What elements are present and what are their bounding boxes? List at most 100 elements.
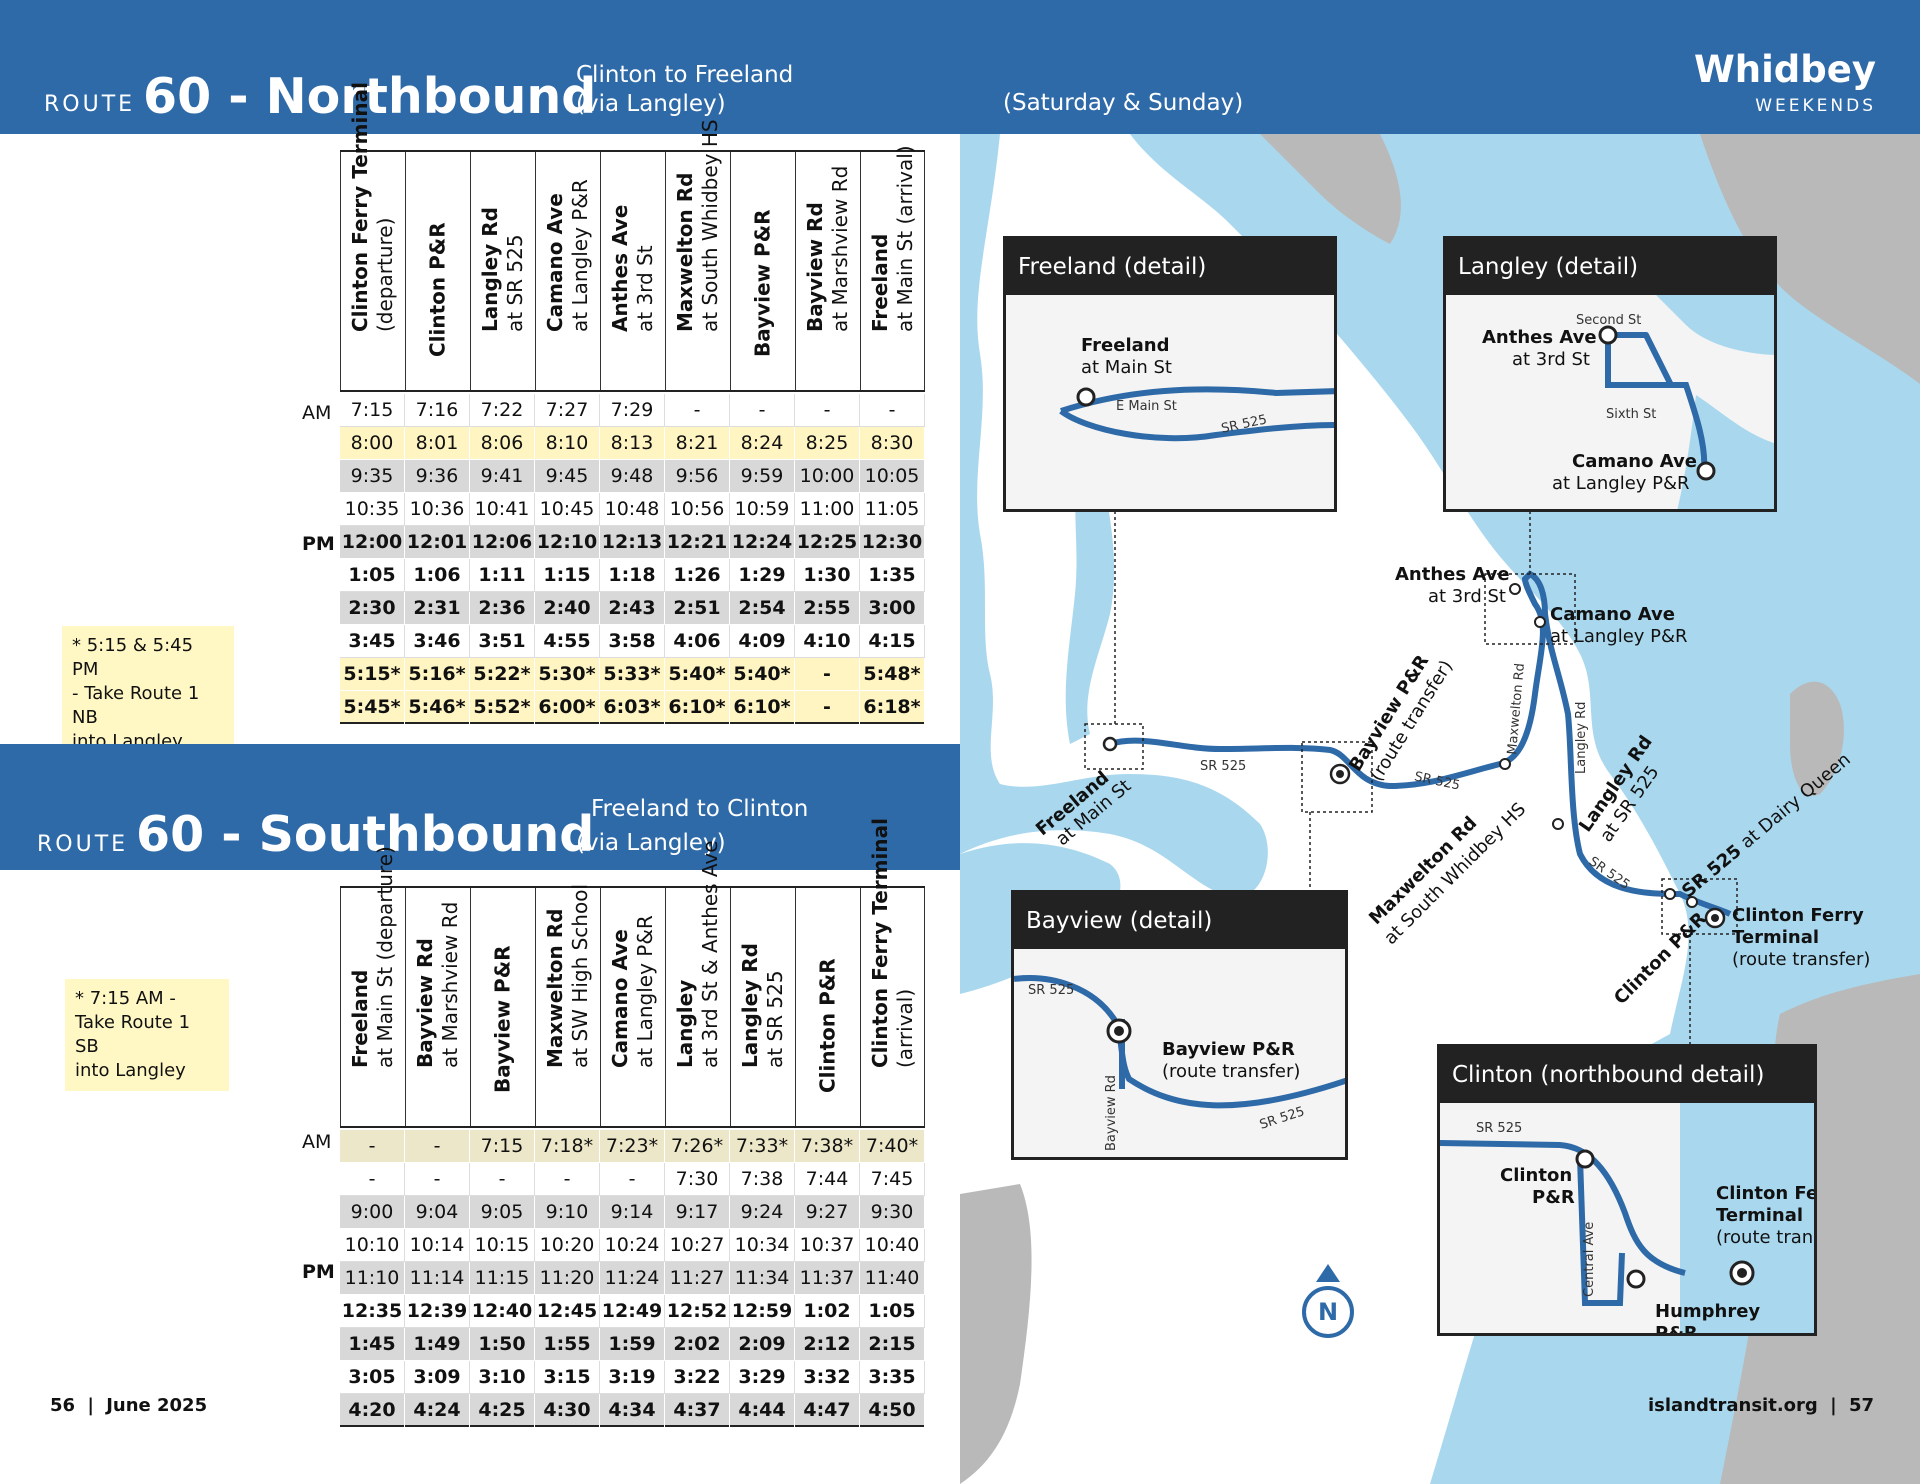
langley-detail-stop2-detail: at Langley P&R <box>1552 473 1690 494</box>
time-cell: 10:56 <box>665 493 730 526</box>
time-cell: 4:55 <box>535 625 600 658</box>
column-header: Clinton P&R <box>405 152 470 390</box>
time-cell: 3:35 <box>860 1361 925 1394</box>
freeland-detail-box: Freeland (detail) Freeland at Main St E … <box>1003 236 1337 512</box>
clinton-detail-map <box>1440 1103 1814 1333</box>
time-cell: 10:34 <box>730 1229 795 1262</box>
column-name: Camano Ave <box>608 929 632 1068</box>
time-cell: 6:10* <box>665 691 730 724</box>
time-cell: 2:02 <box>665 1328 730 1361</box>
bayview-detail-stop: Bayview P&R <box>1162 1039 1295 1061</box>
time-cell: 7:45 <box>860 1163 925 1196</box>
time-cell: 12:45 <box>535 1295 600 1328</box>
bayview-detail-stop-detail: (route transfer) <box>1162 1061 1301 1082</box>
time-cell: 6:10* <box>730 691 795 724</box>
time-cell: 8:25 <box>795 427 860 460</box>
langley-detail-stop2-name: Camano Ave <box>1572 451 1697 472</box>
column-name: Maxwelton Rd <box>543 908 567 1068</box>
time-cell: 12:25 <box>795 526 860 559</box>
langley-detail-road2: Sixth St <box>1606 407 1657 422</box>
time-cell: 1:55 <box>535 1328 600 1361</box>
time-cell: 2:51 <box>665 592 730 625</box>
time-cell: 2:15 <box>860 1328 925 1361</box>
map-ferry-detail: (route transfer) <box>1732 949 1871 970</box>
service-days: (Saturday & Sunday) <box>1003 90 1244 116</box>
time-cell: 8:24 <box>730 427 795 460</box>
time-cell: 12:59 <box>730 1295 795 1328</box>
footer-separator: | <box>87 1395 94 1416</box>
clinton-detail-stop2: Clinton Ferry <box>1716 1183 1817 1205</box>
time-cell: 9:48 <box>600 460 665 493</box>
nb-footnote-line: - Take Route 1 NB <box>72 683 200 728</box>
freeland-detail-title: Freeland (detail) <box>1006 239 1334 295</box>
time-cell: 1:18 <box>600 559 665 592</box>
time-cell: 8:00 <box>340 427 405 460</box>
time-cell: 2:12 <box>795 1328 860 1361</box>
sb-am-label: AM <box>302 1131 332 1153</box>
time-cell: 10:37 <box>795 1229 860 1262</box>
sb-pm-label: PM <box>302 1261 335 1283</box>
time-cell: 10:59 <box>730 493 795 526</box>
time-cell: 12:35 <box>340 1295 405 1328</box>
time-cell: 10:00 <box>795 460 860 493</box>
time-cell: 12:24 <box>730 526 795 559</box>
column-name: Bayview Rd <box>413 938 437 1068</box>
column-name: Maxwelton Rd <box>673 172 697 332</box>
route-map: Freeland (detail) Freeland at Main St E … <box>960 134 1920 1484</box>
clinton-detail-stop1-name2: P&R <box>1532 1187 1575 1208</box>
time-cell: 2:31 <box>405 592 470 625</box>
sb-footnote-line: * 7:15 AM - <box>75 988 176 1009</box>
time-cell: 2:55 <box>795 592 860 625</box>
column-header: Clinton Ferry Terminal(departure) <box>340 82 405 390</box>
time-cell: 1:59 <box>600 1328 665 1361</box>
bayview-detail-title: Bayview (detail) <box>1014 893 1345 949</box>
langley-detail-map <box>1446 295 1774 509</box>
time-cell: - <box>535 1163 600 1196</box>
time-cell: 3:15 <box>535 1361 600 1394</box>
time-cell: 10:48 <box>600 493 665 526</box>
time-cell: 5:45* <box>340 691 405 724</box>
time-cell: 1:05 <box>860 1295 925 1328</box>
time-cell: 9:30 <box>860 1196 925 1229</box>
footer-right: islandtransit.org | 57 <box>1648 1395 1874 1416</box>
column-detail: at SW High School <box>568 883 592 1068</box>
clinton-detail-stop2-name: Clinton Ferry <box>1716 1183 1817 1204</box>
time-cell: 1:49 <box>405 1328 470 1361</box>
time-cell: 7:27 <box>535 394 600 427</box>
clinton-detail-title: Clinton (northbound detail) <box>1440 1047 1814 1103</box>
nb-am-label: AM <box>302 402 332 424</box>
time-cell: 9:05 <box>470 1196 535 1229</box>
nb-route-subtitle-2: (via Langley) <box>576 91 726 117</box>
compass-letter: N <box>1317 1298 1339 1326</box>
column-detail: at 3rd St <box>633 245 657 332</box>
map-road-langley: Langley Rd <box>1574 701 1589 774</box>
time-cell: 8:10 <box>535 427 600 460</box>
freeland-detail-stop: Freeland <box>1081 335 1169 357</box>
time-cell: 4:09 <box>730 625 795 658</box>
nb-route-subtitle-1: Clinton to Freeland <box>576 62 794 88</box>
time-cell: 8:06 <box>470 427 535 460</box>
footer-site[interactable]: islandtransit.org <box>1648 1395 1818 1416</box>
north-arrow-icon: N <box>1300 1264 1356 1348</box>
time-cell: 11:40 <box>860 1262 925 1295</box>
nb-pm-label: PM <box>302 533 335 555</box>
column-name: Clinton Ferry Terminal <box>348 82 372 332</box>
sb-route-title: 60 - Southbound <box>136 806 595 863</box>
time-cell: - <box>340 1163 405 1196</box>
langley-detail-stop1-detail: at 3rd St <box>1512 349 1590 370</box>
map-camano-detail: at Langley P&R <box>1550 626 1688 647</box>
